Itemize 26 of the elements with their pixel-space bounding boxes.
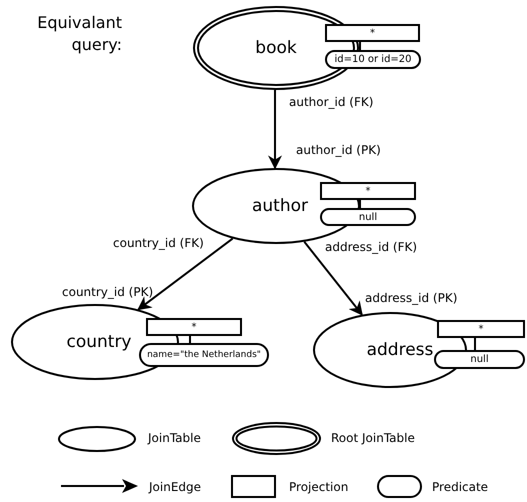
predicate-pill: null bbox=[320, 208, 416, 226]
connector-line bbox=[359, 42, 361, 50]
connector-line bbox=[189, 336, 191, 343]
projection-box: * bbox=[437, 320, 525, 338]
join-edge-arrow bbox=[137, 238, 234, 310]
key-label: author_id (PK) bbox=[296, 143, 381, 157]
projection-box: * bbox=[146, 318, 242, 336]
legend-label: Predicate bbox=[432, 480, 488, 494]
key-label: country_id (PK) bbox=[62, 285, 154, 299]
predicate-pill: id=10 or id=20 bbox=[325, 50, 421, 69]
legend-label: Projection bbox=[289, 480, 348, 494]
legend-label: JoinTable bbox=[148, 431, 201, 445]
join-edge-arrow bbox=[268, 90, 282, 170]
edge-label: author_id (FK) bbox=[289, 95, 374, 109]
edge-label: country_id (FK) bbox=[113, 236, 204, 250]
join-edge-arrow bbox=[304, 241, 363, 316]
projection-box: * bbox=[320, 182, 416, 200]
key-label: address_id (PK) bbox=[365, 291, 458, 305]
legend-label: Root JoinTable bbox=[331, 431, 415, 445]
legend-label: JoinEdge bbox=[149, 480, 202, 494]
predicate-pill: null bbox=[434, 350, 525, 369]
predicate-pill: name="the Netherlands" bbox=[139, 343, 269, 367]
projection-box: * bbox=[325, 24, 420, 42]
title: Equivalant query: bbox=[36, 12, 122, 56]
connector-line bbox=[474, 338, 476, 350]
edge-label: address_id (FK) bbox=[325, 240, 418, 254]
